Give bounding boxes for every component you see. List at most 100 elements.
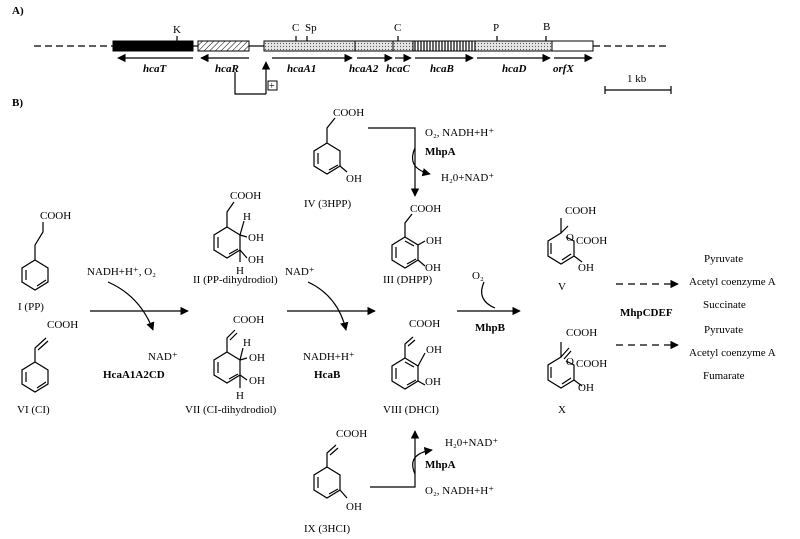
compound-X-cooh-1: COOH	[566, 327, 597, 339]
compound-IX-cooh: COOH	[336, 428, 367, 440]
compound-VIII-oh-1: OH	[426, 344, 442, 356]
compound-IX-label: IX (3HCI)	[304, 523, 350, 535]
compound-III-structure: COOH OH OH	[391, 203, 442, 274]
enzyme-mhpB: MhpB	[475, 322, 506, 334]
compound-V-structure: COOH O COOH OH	[547, 205, 607, 274]
products-from-X: Pyruvate Acetyl coenzyme A Fumarate	[689, 324, 776, 382]
products-from-V: Pyruvate Acetyl coenzyme A Succinate	[689, 253, 776, 311]
compound-II-cooh: COOH	[230, 190, 261, 202]
gene-label-orfX: orfX	[553, 63, 574, 75]
compound-VII-h-top: H	[243, 337, 251, 349]
compound-III-label: III (DHPP)	[383, 274, 433, 286]
compound-II-structure: COOH H OH OH H	[213, 190, 264, 277]
gene-box-hcaA1	[263, 40, 356, 52]
site-K: K	[173, 24, 181, 36]
gene-box-hcaB	[412, 40, 476, 52]
compound-X-cooh-2: COOH	[576, 358, 607, 370]
product-pyruvate-1: Pyruvate	[704, 253, 743, 265]
gene-label-hcaD: hcaD	[502, 63, 527, 75]
compound-V-oh: OH	[578, 262, 594, 274]
compound-VI-label: VI (CI)	[17, 404, 50, 416]
compound-I-cooh: COOH	[40, 210, 71, 222]
reaction-mhpA-top: O₂, NADH+H⁺ MhpA H₂0+NAD⁺	[368, 127, 494, 197]
compound-VII-oh-bottom: OH	[249, 375, 265, 387]
gene-box-orfX	[551, 40, 594, 52]
gene-box-hcaR	[197, 40, 250, 52]
compound-VII-structure: COOH H OH OH H	[213, 314, 265, 402]
compound-V-cooh-1: COOH	[565, 205, 596, 217]
gene-label-hcaT: hcaT	[143, 63, 168, 75]
cofactor-o2-nadh-bottom: O₂, NADH+H⁺	[425, 485, 494, 497]
gene-box-hcaA2	[354, 40, 394, 52]
reaction-hcaA: NADH+H⁺, O₂ NAD⁺ HcaA1A2CD	[87, 266, 189, 381]
compound-VI-cooh: COOH	[47, 319, 78, 331]
compound-IX-oh: OH	[346, 501, 362, 513]
compound-IX-structure: COOH OH	[313, 428, 367, 513]
cofactor-o2-nadh-top: O₂, NADH+H⁺	[425, 127, 494, 139]
reaction-mhpB: O₂ MhpB	[457, 270, 521, 334]
compound-II-oh-bottom: OH	[248, 254, 264, 266]
compound-III-cooh: COOH	[410, 203, 441, 215]
gene-box-hcaT	[112, 40, 194, 52]
site-B: B	[543, 21, 550, 33]
gene-label-hcaA1: hcaA1	[287, 63, 316, 75]
compound-I-label: I (PP)	[18, 301, 44, 313]
reaction-mhpCDEF: MhpCDEF	[616, 279, 679, 350]
compound-V-cooh-2: COOH	[576, 235, 607, 247]
gene-label-hcaR: hcaR	[215, 63, 239, 75]
compound-I-structure: COOH	[21, 210, 71, 291]
reaction-mhpA-bottom: H₂0+NAD⁺ MhpA O₂, NADH+H⁺	[370, 430, 498, 497]
scale-bar: 1 kb	[604, 73, 672, 94]
compound-X-o: O	[566, 356, 574, 368]
product-acetylcoa-1: Acetyl coenzyme A	[689, 276, 776, 288]
gene-box-hcaD	[474, 40, 553, 52]
cofactor-o2: O₂	[472, 270, 484, 282]
product-acetylcoa-2: Acetyl coenzyme A	[689, 347, 776, 359]
compound-II-h-bottom: H	[236, 265, 244, 277]
compound-VII-oh-top: OH	[249, 352, 265, 364]
compound-IV-oh: OH	[346, 173, 362, 185]
compound-VIII-structure: COOH OH OH	[391, 318, 442, 390]
panel-b-label: B)	[12, 97, 23, 109]
gene-box-hcaC	[392, 40, 414, 52]
cofactor-nadh: NADH+H⁺	[303, 351, 355, 363]
compound-VIII-cooh: COOH	[409, 318, 440, 330]
enzyme-hcaB: HcaB	[314, 369, 341, 381]
compound-VII-h-bottom: H	[236, 390, 244, 402]
reaction-hcaB: NAD⁺ NADH+H⁺ HcaB	[285, 266, 376, 381]
compound-III-oh-1: OH	[426, 235, 442, 247]
cofactor-nad-1: NAD⁺	[148, 351, 178, 363]
compound-II-h-top: H	[243, 211, 251, 223]
cofactor-nad-2: NAD⁺	[285, 266, 315, 278]
cofactor-h2o-nad-top: H₂0+NAD⁺	[441, 172, 494, 184]
gene-map: K C Sp C P B hcaT hcaR hcaA1 hcaA2 hcaC …	[34, 21, 672, 95]
compound-V-label: V	[558, 281, 566, 293]
promoter-symbol: +	[234, 61, 278, 95]
site-C1: C	[292, 22, 299, 34]
site-C2: C	[394, 22, 401, 34]
compound-V-o: O	[566, 232, 574, 244]
compound-X-oh: OH	[578, 382, 594, 394]
enzyme-mhpA-top: MhpA	[425, 146, 456, 158]
compound-VII-cooh: COOH	[233, 314, 264, 326]
compound-VIII-label: VIII (DHCI)	[383, 404, 439, 416]
cofactor-h2o-nad-bottom: H₂0+NAD⁺	[445, 437, 498, 449]
promoter-plus: +	[269, 81, 275, 92]
compound-II-label: II (PP-dihydrodiol)	[193, 274, 278, 286]
compound-VII-label: VII (CI-dihydrodiol)	[185, 404, 277, 416]
enzyme-mhpCDEF: MhpCDEF	[620, 307, 673, 319]
compound-IV-label: IV (3HPP)	[304, 198, 352, 210]
compound-III-oh-2: OH	[425, 262, 441, 274]
enzyme-mhpA-bottom: MhpA	[425, 459, 456, 471]
scale-bar-label: 1 kb	[627, 73, 647, 85]
product-pyruvate-2: Pyruvate	[704, 324, 743, 336]
compound-VIII-oh-2: OH	[425, 376, 441, 388]
compound-IV-structure: COOH OH	[313, 107, 364, 185]
gene-label-hcaA2: hcaA2	[349, 63, 379, 75]
gene-label-hcaB: hcaB	[430, 63, 454, 75]
compound-IV-cooh: COOH	[333, 107, 364, 119]
gene-label-hcaC: hcaC	[386, 63, 411, 75]
site-Sp: Sp	[305, 22, 317, 34]
